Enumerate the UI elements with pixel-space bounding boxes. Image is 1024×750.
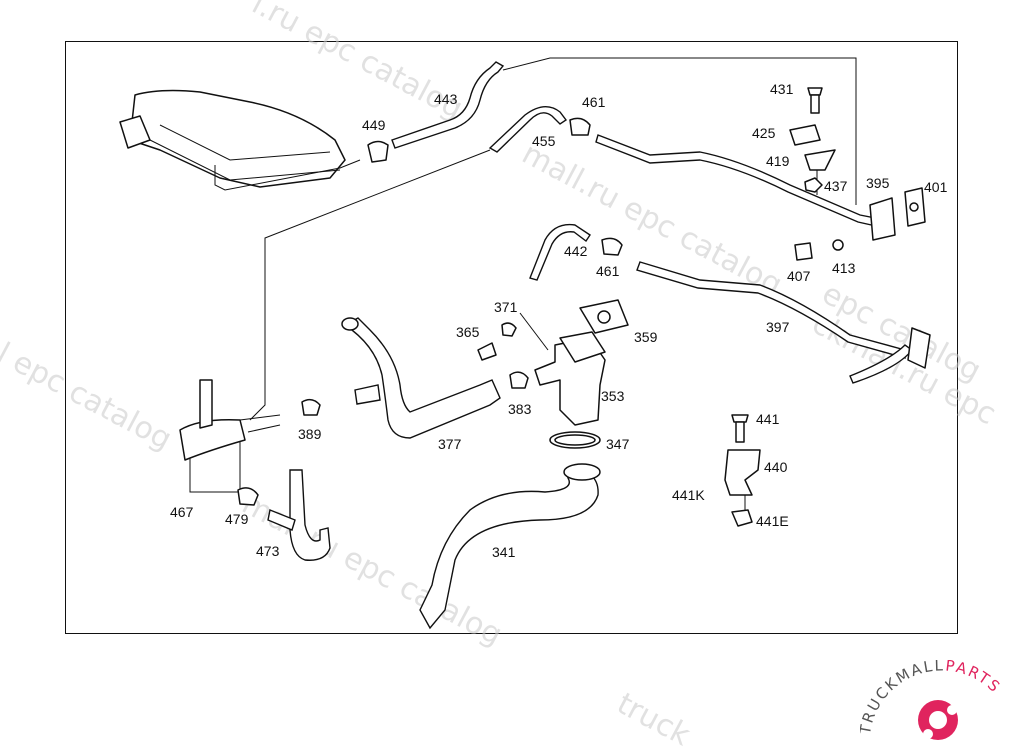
small-parts [237, 87, 844, 527]
callout-label: 440 [764, 459, 788, 475]
outlet-353 [534, 299, 629, 426]
hose-442 [529, 223, 591, 281]
callout-label: 365 [456, 324, 480, 340]
callout-label: 353 [601, 388, 625, 404]
callout-label: 479 [225, 511, 249, 527]
hose-377 [341, 317, 501, 439]
hose-455 [488, 106, 568, 153]
callout-label: 425 [752, 125, 776, 141]
clamp-347 [549, 431, 601, 449]
callout-label: 442 [564, 243, 588, 259]
hose-473 [267, 469, 331, 561]
logo-text-accent: PARTS [945, 660, 1005, 697]
hose-341 [419, 463, 601, 630]
callout-label: 395 [866, 175, 890, 191]
callout-label: 401 [924, 179, 948, 195]
callout-label: 389 [298, 426, 322, 442]
callout-label: 413 [832, 260, 856, 276]
callout-label: 371 [494, 299, 518, 315]
callout-label: 347 [606, 436, 630, 452]
callout-label: 341 [492, 544, 516, 560]
watermark: l.ru epc catalog [246, 0, 468, 126]
callout-label: 467 [170, 504, 194, 520]
hose-443 [391, 61, 505, 149]
callout-label: 473 [256, 543, 280, 559]
watermark: truck [611, 686, 696, 750]
callout-label: 419 [766, 153, 790, 169]
callout-label: 441K [672, 487, 705, 503]
callout-label: 407 [787, 268, 811, 284]
diagram-frame [65, 41, 958, 634]
valve-467 [179, 379, 281, 461]
callout-labels: 443 449 461 455 431 425 419 437 395 401 … [170, 81, 948, 560]
truckmall-logo: TRUCKMALLPARTS [860, 660, 1005, 740]
pipe-395 [595, 134, 926, 241]
callout-label: 441 [756, 411, 780, 427]
callout-label: 397 [766, 319, 790, 335]
callout-label: 359 [634, 329, 658, 345]
callout-label: 377 [438, 436, 462, 452]
callout-label: 461 [582, 94, 606, 110]
callout-label: 383 [508, 401, 532, 417]
callout-label: 431 [770, 81, 794, 97]
callout-label: 455 [532, 133, 556, 149]
gear-icon [918, 700, 958, 740]
watermark: mall.ru epc catalog [236, 486, 508, 653]
coolant-reservoir [119, 89, 361, 191]
callout-label: 437 [824, 178, 848, 194]
callout-label: 461 [596, 263, 620, 279]
callout-label: 441E [756, 513, 789, 529]
pipe-397 [636, 261, 931, 384]
callout-label: 449 [362, 117, 386, 133]
watermark: l epc catalog [0, 336, 177, 457]
callout-label: 443 [434, 91, 458, 107]
leader-lines [189, 57, 857, 510]
